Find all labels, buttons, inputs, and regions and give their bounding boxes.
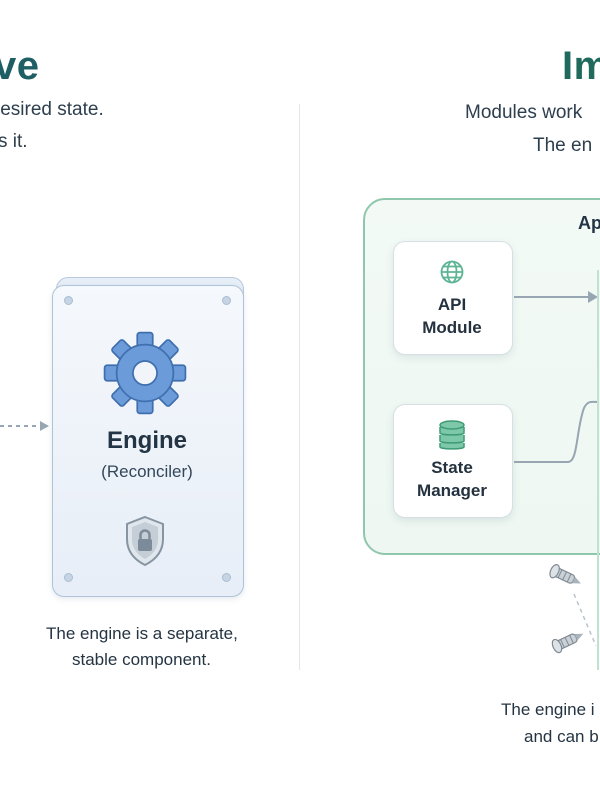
right-caption-line2: and can b [524,727,599,746]
dashed-connector [573,593,597,647]
api-module-label-line1: API [437,295,467,314]
database-icon [439,420,465,450]
shield-lock-icon [126,515,164,567]
gear-icon [103,331,187,415]
api-module-label-line2: Module [422,318,482,337]
right-subtitle-line1: Modules work [465,102,583,123]
input-arrow [0,421,49,431]
left-subtitle-line1: lesired state. [0,99,104,120]
screw-icon [222,573,231,582]
left-caption-line1: The engine is a separate, [46,624,238,643]
engine-subtitle: (Reconciler) [101,462,193,481]
screw-icon [64,573,73,582]
right-caption-line1: The engine i [501,700,595,719]
pin-icon [551,633,584,654]
engine-edge-line [597,270,599,670]
left-heading: ve [0,44,40,88]
api-connector-arrowhead [588,291,598,303]
left-subtitle-line2: s it. [0,131,28,152]
screw-icon [64,296,73,305]
state-connector-line [514,400,599,463]
pin-icon [549,564,581,584]
globe-icon [440,260,464,284]
screw-icon [222,296,231,305]
state-manager-label-line1: State [431,458,473,477]
app-panel-label: Ap [578,213,600,233]
left-caption-line2: stable component. [72,650,211,669]
api-module-card [393,241,513,355]
right-heading: Im [562,44,600,88]
engine-title: Engine [106,427,187,454]
right-subtitle-line2: The en [533,135,593,156]
state-manager-label-line2: Manager [417,481,487,500]
module-connectors [514,291,599,463]
column-divider [299,104,300,670]
